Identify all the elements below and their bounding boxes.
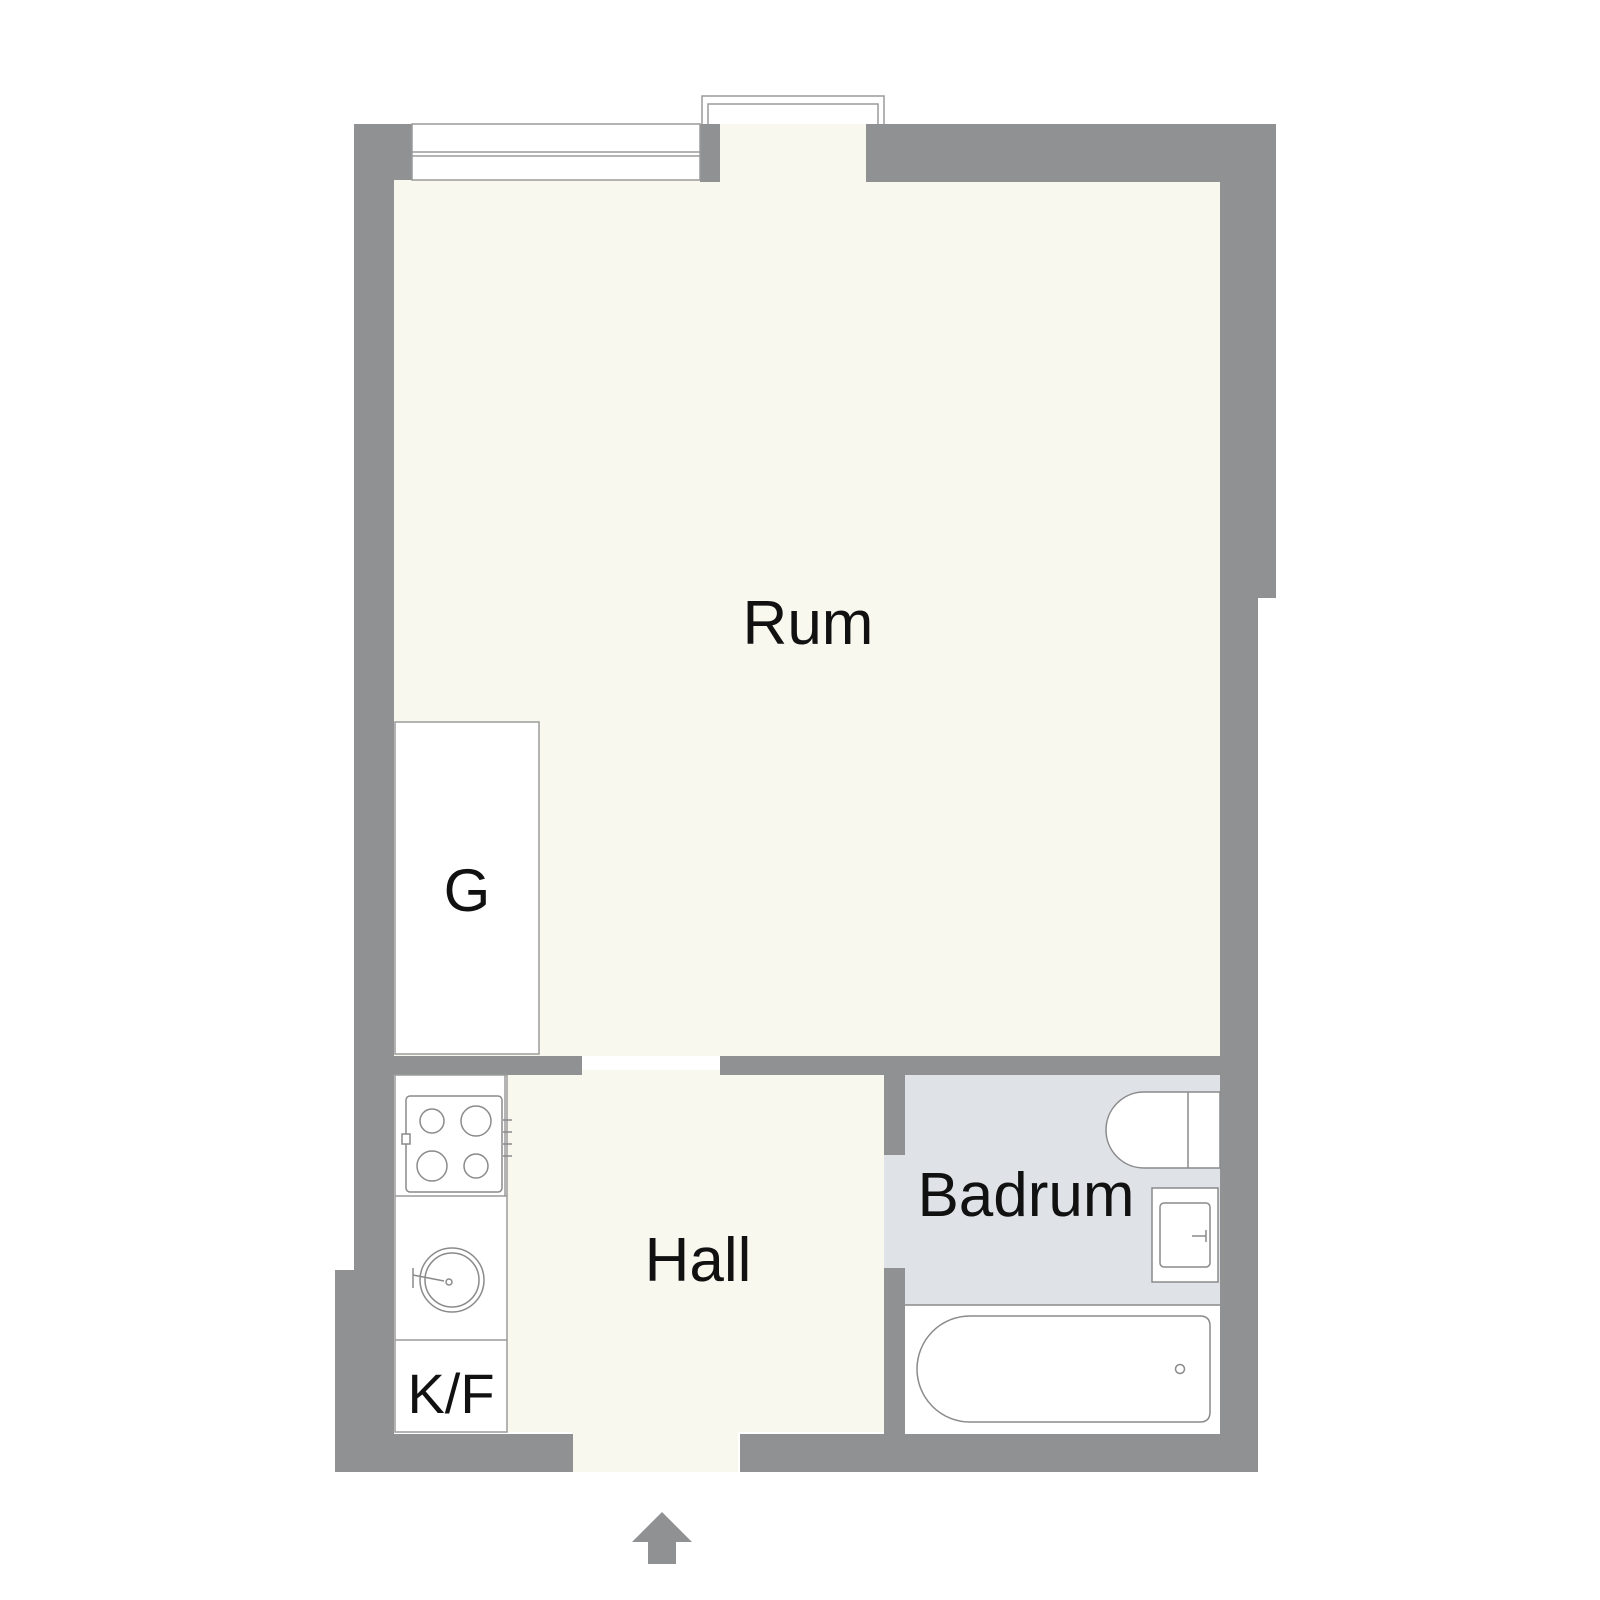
floor-hall	[506, 1070, 884, 1432]
sink-drain	[445, 1278, 453, 1286]
wall-bath-lower	[884, 1268, 905, 1434]
room-label-rum: Rum	[743, 589, 874, 658]
stove-icon	[401, 1095, 512, 1193]
wall-bath-upper	[884, 1075, 905, 1155]
balcony-door-inner	[707, 103, 879, 124]
wall-bottom-right	[740, 1434, 1258, 1472]
balcony-door-frame	[701, 95, 885, 124]
wall-top-right	[866, 124, 1276, 182]
wall-right-lower	[1220, 598, 1258, 1472]
room-label-closet: G	[444, 857, 491, 924]
stove-burner-3	[416, 1150, 448, 1182]
washbasin-icon	[1151, 1187, 1219, 1283]
room-label-hall: Hall	[645, 1226, 752, 1295]
wall-right-upper	[1220, 124, 1276, 598]
washbasin-bowl	[1159, 1202, 1211, 1268]
wall-mid-left	[394, 1056, 582, 1075]
floor-window-gap	[720, 124, 868, 184]
entrance-arrow-icon	[632, 1512, 692, 1564]
room-label-kitchen: K/F	[407, 1362, 494, 1425]
wall-top-mid-pier	[700, 124, 720, 182]
wall-mid-right	[720, 1056, 1220, 1075]
kitchen-sink-icon	[412, 1247, 485, 1313]
toilet-icon	[1105, 1091, 1221, 1169]
wall-bottom-left	[335, 1434, 573, 1472]
bathtub-basin	[916, 1315, 1211, 1423]
wall-left-upper	[354, 124, 394, 1274]
stove-burner-4	[463, 1153, 489, 1179]
floor-entry	[572, 1420, 738, 1472]
windows	[411, 95, 885, 181]
bathtub-icon	[905, 1304, 1220, 1434]
stove-burner-1	[419, 1108, 445, 1134]
room-label-bathroom: Badrum	[917, 1161, 1134, 1230]
stove-knob	[401, 1133, 411, 1145]
walls	[335, 124, 1276, 1472]
sink-tap	[412, 1274, 445, 1282]
toilet-bowl	[1105, 1091, 1221, 1169]
closet-outline	[394, 721, 540, 1055]
bathtub-drain	[1174, 1363, 1186, 1375]
stove-burner-2	[460, 1105, 492, 1137]
